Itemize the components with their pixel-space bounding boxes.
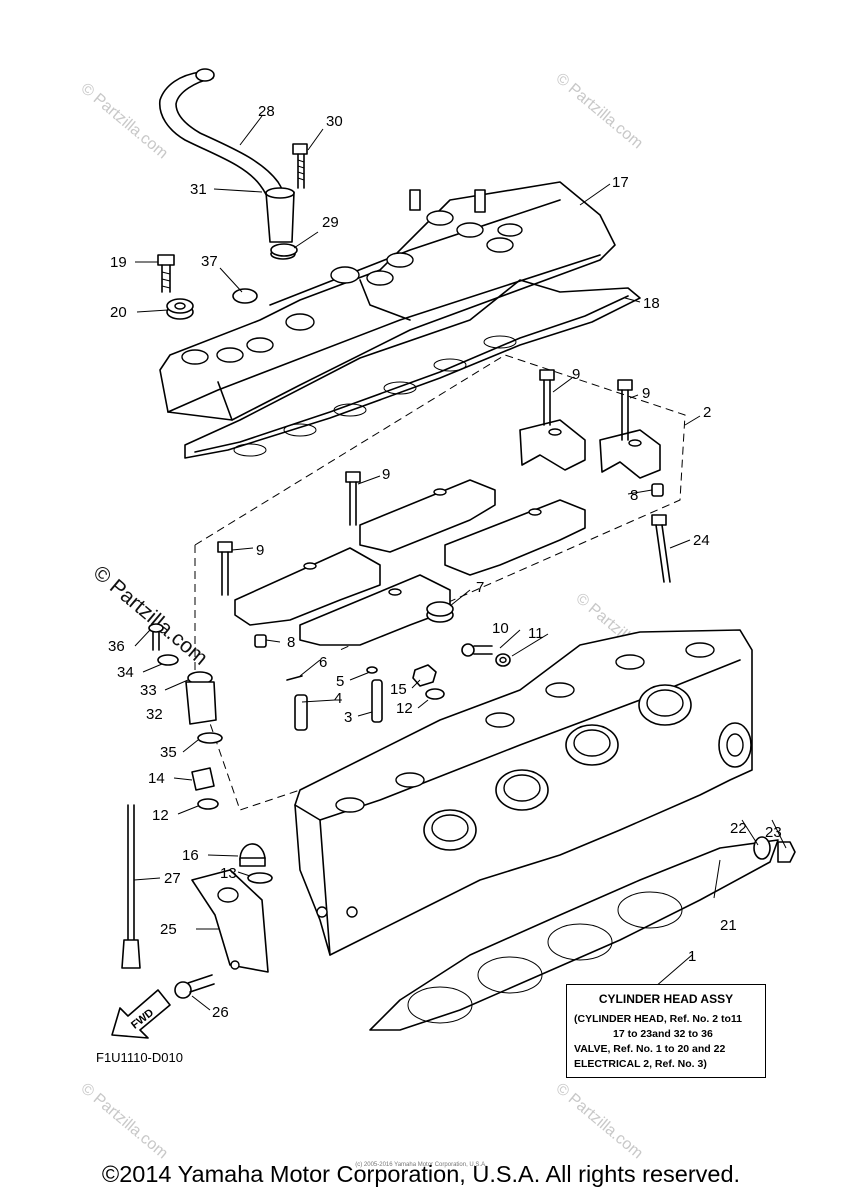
- callout-32: 32: [146, 706, 163, 723]
- assy-line: (CYLINDER HEAD, Ref. No. 2 to11: [574, 1013, 743, 1025]
- callout-35: 35: [160, 744, 177, 761]
- callout-7: 7: [476, 579, 484, 596]
- bolt-27: [121, 804, 141, 969]
- copyright-notice: ©2014 Yamaha Motor Corporation, U.S.A. A…: [101, 1161, 741, 1187]
- bolt-26: [174, 974, 215, 999]
- callout-37: 37: [201, 253, 218, 270]
- callout-10: 10: [492, 620, 509, 637]
- head-cover: [159, 181, 616, 421]
- callout-13: 13: [220, 865, 237, 882]
- bolt-30: [292, 143, 308, 189]
- callout-34: 34: [117, 664, 134, 681]
- cylinder-head-gasket: [369, 839, 779, 1031]
- bolt-19: [157, 254, 175, 293]
- callout-18: 18: [643, 295, 660, 312]
- washer-22: [753, 836, 771, 860]
- cap-bolts-9: [217, 369, 633, 596]
- breather-hose: [159, 68, 296, 260]
- callout-36: 36: [108, 638, 125, 655]
- washer-20: [166, 298, 194, 320]
- callout-2: 2: [703, 404, 711, 421]
- nut-14: [191, 767, 219, 810]
- head-cover-gasket: [184, 279, 641, 459]
- callout-29: 29: [322, 214, 339, 231]
- bracket-25: [191, 869, 269, 973]
- cap-nut-16: [239, 843, 273, 884]
- watermark: © Partzilla.com: [77, 80, 171, 162]
- washer-11: [495, 653, 511, 667]
- callout-23: 23: [765, 824, 782, 841]
- callout-4: 4: [334, 690, 342, 707]
- callout-31: 31: [190, 181, 207, 198]
- callout-16: 16: [182, 847, 199, 864]
- callout-1: 1: [688, 948, 696, 965]
- assy-line: ELECTRICAL 2, Ref. No. 3): [574, 1058, 707, 1070]
- o-ring-29: [270, 243, 298, 257]
- grommet-37: [232, 288, 258, 304]
- callout-6: 6: [319, 654, 327, 671]
- assy-line: 17 to 23and 32 to 36: [613, 1028, 713, 1040]
- stud-bolt-24: [651, 514, 671, 583]
- assy-line: VALVE, Ref. No. 1 to 20 and 22: [574, 1043, 726, 1055]
- callout-28: 28: [258, 103, 275, 120]
- callout-9: 9: [256, 542, 264, 559]
- small-copyright: (c) 2005-2016 Yamaha Motor Corporation, …: [355, 1162, 487, 1168]
- watermark: © Partzilla.com: [552, 1080, 646, 1162]
- camshaft-caps: [234, 419, 661, 646]
- callout-27: 27: [164, 870, 181, 887]
- watermark: © Partzilla.com: [77, 1080, 171, 1162]
- intake-ports: [423, 684, 692, 851]
- callout-9: 9: [382, 466, 390, 483]
- callout-8: 8: [630, 487, 638, 504]
- callout-33: 33: [140, 682, 157, 699]
- callout-8: 8: [287, 634, 295, 651]
- bolt-10: [461, 643, 493, 657]
- leader-lines: [133, 115, 787, 1011]
- callout-30: 30: [326, 113, 343, 130]
- callout-20: 20: [110, 304, 127, 321]
- callout-17: 17: [612, 174, 629, 191]
- callout-9: 9: [572, 366, 580, 383]
- callout-25: 25: [160, 921, 177, 938]
- callout-5: 5: [336, 673, 344, 690]
- callout-12: 12: [396, 700, 413, 717]
- cylinder-head-assy-box: CYLINDER HEAD ASSY (CYLINDER HEAD, Ref. …: [566, 984, 766, 1078]
- cylinder-head: [294, 629, 753, 956]
- callout-26: 26: [212, 1004, 229, 1021]
- dowel-pins-8: [254, 483, 664, 648]
- callout-24: 24: [693, 532, 710, 549]
- callout-3: 3: [344, 709, 352, 726]
- assy-title: CYLINDER HEAD ASSY: [598, 992, 734, 1006]
- valve-parts: [286, 666, 383, 731]
- callout-19: 19: [110, 254, 127, 271]
- callout-22: 22: [730, 820, 747, 837]
- watermark: © Partzilla.com: [552, 70, 646, 152]
- fwd-arrow-icon: FWD: [111, 989, 171, 1039]
- sensor-32: [148, 623, 223, 744]
- callout-9: 9: [642, 385, 650, 402]
- callout-14: 14: [148, 770, 165, 787]
- callout-11: 11: [528, 625, 544, 642]
- callout-12: 12: [152, 807, 169, 824]
- plug-23: [777, 841, 796, 863]
- callout-numbers: 1 2 3 4 5 6 7 8 8 9 9 9 9 10 11 12 12 13…: [108, 103, 782, 1021]
- plug-7: [426, 601, 454, 623]
- callout-21: 21: [720, 917, 737, 934]
- callout-15: 15: [390, 681, 407, 698]
- diagram-code: F1U1110-D010: [96, 1050, 183, 1065]
